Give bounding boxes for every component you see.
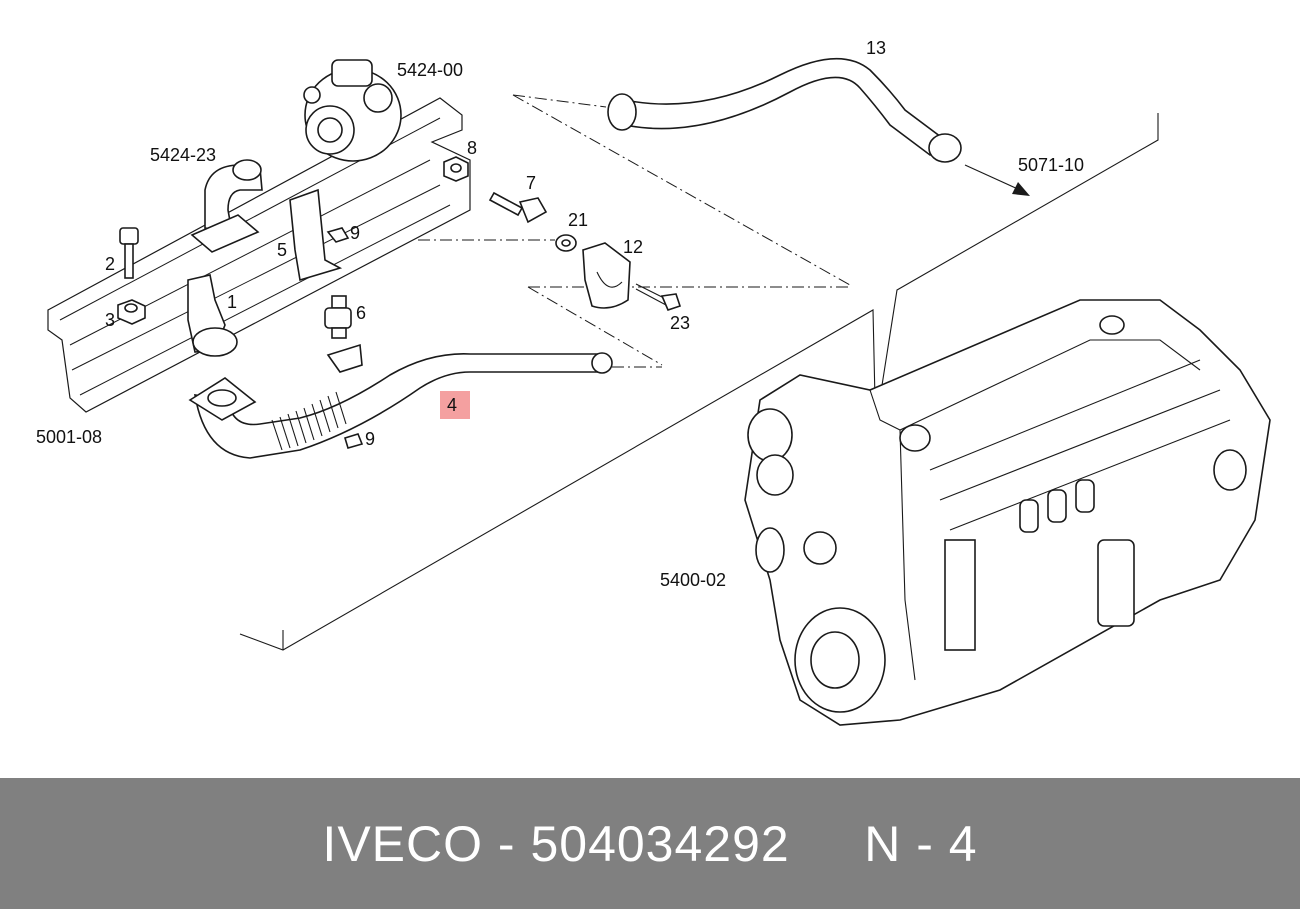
label-13: 13: [866, 38, 886, 58]
label-5424-23: 5424-23: [150, 145, 216, 165]
flex-bellows: [271, 391, 347, 451]
label-5001-08: 5001-08: [36, 427, 102, 447]
label-5: 5: [277, 240, 287, 260]
exploded-parts-diagram: 5424-00 5424-23 13 5071-10 8 7 21 12 23 …: [36, 38, 1271, 726]
label-6: 6: [356, 303, 366, 323]
label-7: 7: [526, 173, 536, 193]
label-1: 1: [227, 292, 237, 312]
label-9-upper: 9: [350, 223, 360, 243]
label-9-lower: 9: [365, 429, 375, 449]
engine-assembly: [744, 299, 1271, 726]
leader-lines: [418, 94, 851, 368]
clamp-part-12: [582, 242, 631, 309]
bolt-part-23: [635, 283, 682, 311]
spacer: [790, 816, 864, 872]
brand-name: IVECO: [322, 815, 484, 872]
bracket-part-1: [187, 274, 238, 357]
turbocharger: [303, 59, 402, 162]
label-8: 8: [467, 138, 477, 158]
part-number: 504034292: [530, 815, 790, 872]
washer-part-21: [555, 234, 577, 252]
part-labels: 5424-00 5424-23 13 5071-10 8 7 21 12 23 …: [36, 38, 1084, 590]
arrow-to-5071-10: [964, 164, 1030, 196]
label-12: 12: [623, 237, 643, 257]
label-21: 21: [568, 210, 588, 230]
bracket-part-5: [289, 188, 343, 282]
label-4: 4: [447, 395, 457, 415]
separator: -: [483, 815, 531, 872]
part-caption: IVECO - 504034292 N - 4: [322, 815, 977, 873]
label-2: 2: [105, 254, 115, 274]
separator: -: [901, 815, 949, 872]
footer-banner: IVECO - 504034292 N - 4: [0, 778, 1300, 909]
clip-part-9-lower: [344, 433, 364, 449]
detail-frame: [239, 113, 1159, 651]
rubber-mount-part-6: [324, 295, 352, 339]
nut-part-3: [117, 299, 146, 325]
bolt-part-7: [488, 191, 548, 224]
exhaust-pipe-part-4: [188, 343, 613, 459]
hose-part-13: [607, 57, 962, 163]
label-3: 3: [105, 310, 115, 330]
clip-part-9-upper: [326, 227, 350, 243]
part-4-highlight: [440, 391, 470, 419]
bolt-part-2: [119, 227, 139, 279]
exhaust-elbow: [190, 159, 263, 253]
position-letter: N: [864, 815, 902, 872]
label-5071-10: 5071-10: [1018, 155, 1084, 175]
label-23: 23: [670, 313, 690, 333]
nut-part-8: [443, 156, 469, 182]
label-5400-02: 5400-02: [660, 570, 726, 590]
label-5424-00: 5424-00: [397, 60, 463, 80]
position-number: 4: [948, 815, 978, 872]
